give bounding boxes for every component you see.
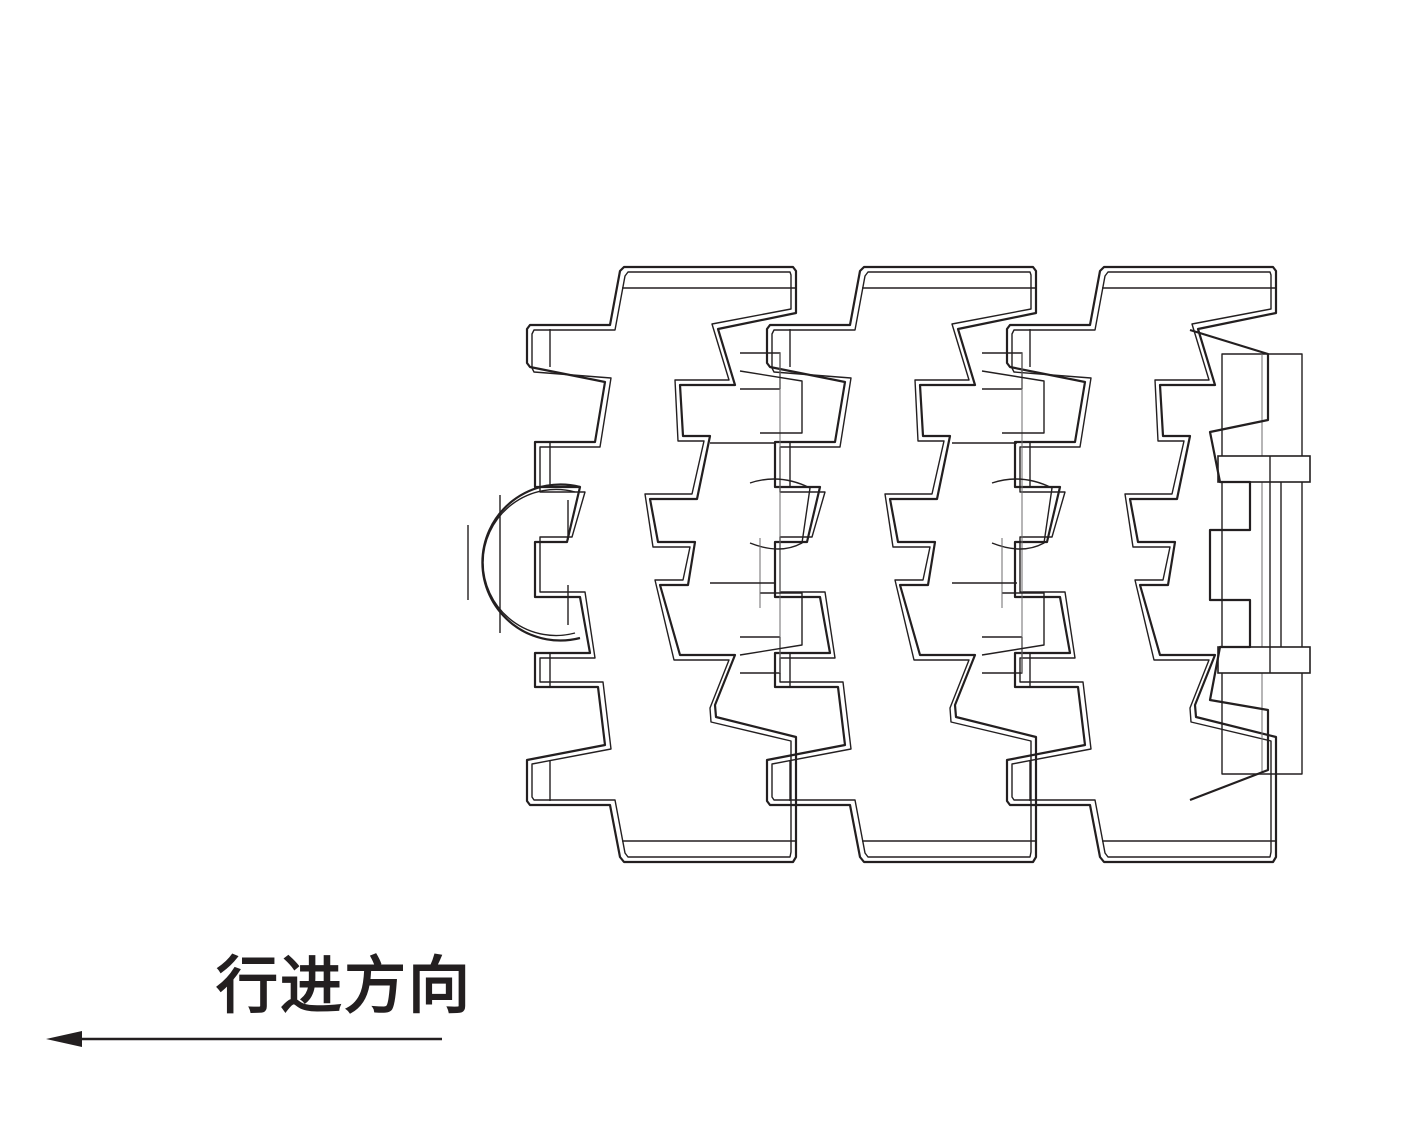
direction-arrow (46, 1031, 442, 1047)
chain-link-2 (765, 265, 1038, 864)
hinge-1 (709, 352, 811, 674)
detail-circle (467, 483, 581, 642)
end-pin-assembly (1189, 328, 1311, 802)
chain-link-1 (525, 265, 798, 864)
direction-label: 行进方向 (216, 949, 473, 1022)
chain-link-3 (1005, 265, 1278, 864)
hinge-2 (951, 352, 1053, 674)
